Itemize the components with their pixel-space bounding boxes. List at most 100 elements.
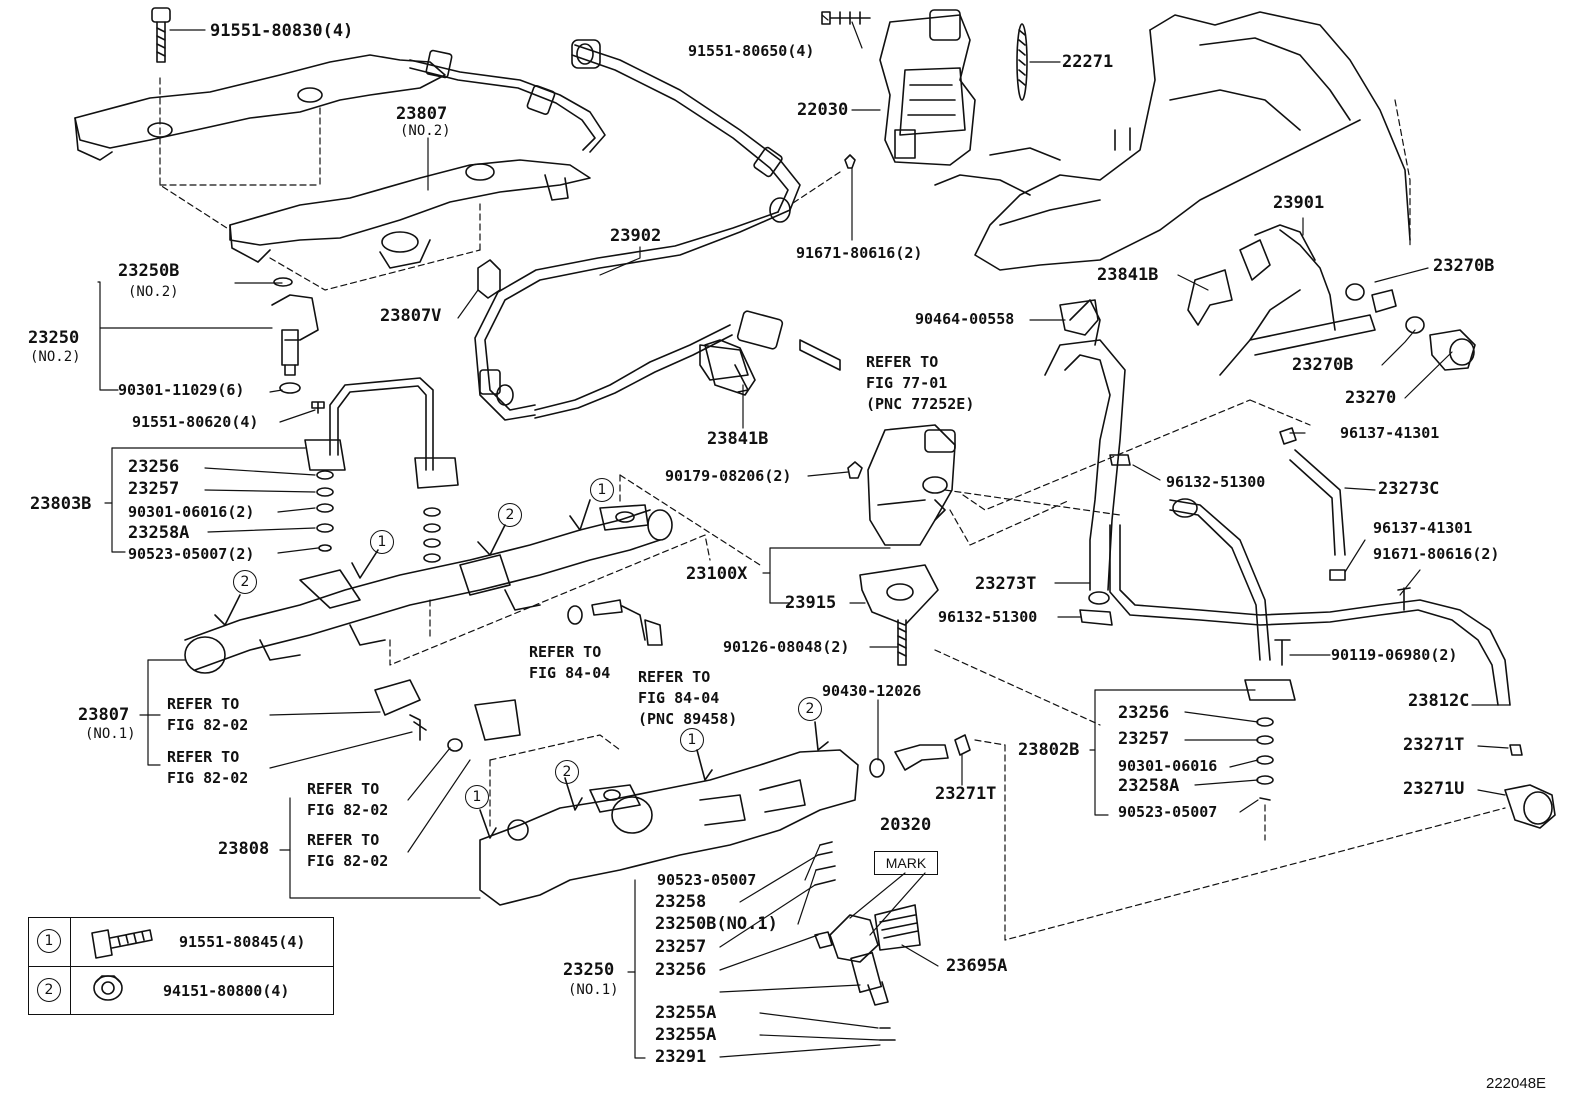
label-96137-41301-mid: 96137-41301 [1373, 519, 1473, 537]
washers-23802b [1256, 717, 1274, 801]
flange-nut-icon [93, 975, 123, 1001]
label-23808: 23808 [218, 839, 270, 859]
label-23250b-no2: 23250B [118, 261, 180, 281]
label-23250-no1-sub: (NO.1) [568, 982, 619, 998]
damper-23270 [1345, 283, 1476, 371]
leader-dashes-top [159, 77, 481, 291]
label-90523-05007-left: 90523-05007(2) [128, 545, 255, 563]
refer-fig77-line [799, 339, 841, 371]
legend-callout-2: 2 [37, 978, 61, 1002]
label-23258-bottom: 23258 [655, 892, 707, 912]
label-23250b-no2-sub: (NO.2) [128, 284, 179, 300]
fuel-hose-23902 [409, 39, 801, 421]
label-23807-no2-sub: (NO.2) [400, 123, 451, 139]
label-23807-no1-sub: (NO.1) [85, 726, 136, 742]
label-23270b-top: 23270B [1433, 256, 1495, 276]
legend-row: 1 91551-80845(4) [29, 918, 333, 966]
label-90301-06016-right: 90301-06016 [1118, 757, 1218, 775]
delivery-pipe-no1 [184, 504, 673, 674]
legend-number-cell: 2 [29, 967, 71, 1015]
mark-label: MARK [874, 851, 938, 875]
label-23802b: 23802B [1018, 740, 1080, 760]
refer-note-fig82b: REFER TO FIG 82-02 [167, 748, 249, 787]
sensor-20320 [869, 734, 1556, 829]
label-91671-80616-mid: 91671-80616(2) [1373, 545, 1500, 563]
label-23257-right: 23257 [1118, 729, 1170, 749]
label-23100x: 23100X [686, 564, 748, 584]
label-91551-80830: 91551-80830(4) [210, 21, 354, 41]
label-23255a-1: 23255A [655, 1003, 717, 1023]
legend-row: 2 94151-80800(4) [29, 966, 333, 1015]
label-23250-no1: 23250 [563, 960, 615, 980]
refer-note-fig84a: REFER TO FIG 84-04 [529, 643, 611, 682]
label-23807-no2: 23807 [396, 104, 448, 124]
label-90126-08048: 90126-08048(2) [723, 638, 850, 656]
label-23915: 23915 [785, 593, 837, 613]
label-22271: 22271 [1062, 52, 1114, 72]
label-23256-left: 23256 [128, 457, 180, 477]
manifold-dashes [1394, 99, 1411, 246]
throttle-dashes [789, 171, 841, 206]
regulator-23100x [847, 424, 956, 666]
delivery-pipe-no2-outline [74, 54, 591, 269]
label-23812c: 23812C [1408, 691, 1470, 711]
label-90301-11029: 90301-11029(6) [118, 381, 245, 399]
label-96137-41301-top: 96137-41301 [1340, 424, 1440, 442]
fuel-pipe-23901 [1109, 224, 1511, 706]
diagram-id: 222048E [1486, 1075, 1547, 1092]
label-23256-right: 23256 [1118, 703, 1170, 723]
callout-arrows [214, 499, 829, 839]
refer-note-fig82c: REFER TO FIG 82-02 [307, 780, 389, 819]
intake-manifold [934, 11, 1411, 271]
label-23270: 23270 [1345, 388, 1397, 408]
label-23270b-mid: 23270B [1292, 355, 1354, 375]
callout-2: 2 [498, 503, 522, 527]
legend-number-cell: 1 [29, 918, 71, 966]
label-91671-80616-top: 91671-80616(2) [796, 244, 923, 262]
label-23841b-top: 23841B [1097, 265, 1159, 285]
label-23291: 23291 [655, 1047, 707, 1067]
refer-note-fig84b: REFER TO FIG 84-04 (PNC 89458) [638, 668, 738, 728]
label-23803b: 23803B [30, 494, 92, 514]
label-20320: 20320 [880, 815, 932, 835]
legend-part-91551-80845: 91551-80845(4) [179, 933, 306, 951]
label-23258a-left: 23258A [128, 523, 190, 543]
label-23257-left: 23257 [128, 479, 180, 499]
callout-1: 1 [465, 785, 489, 809]
refer-note-fig82a: REFER TO FIG 82-02 [167, 695, 249, 734]
label-23695a: 23695A [946, 956, 1008, 976]
label-90119-06980: 90119-06980(2) [1331, 646, 1458, 664]
label-90523-05007-right: 90523-05007 [1118, 803, 1218, 821]
label-23273c: 23273C [1378, 479, 1440, 499]
label-23257-bottom: 23257 [655, 937, 707, 957]
fuel-pipe-23803b [304, 377, 459, 563]
clamp-23841b [704, 269, 1233, 396]
legend-icons [91, 929, 153, 1001]
label-23258a-right: 23258A [1118, 776, 1180, 796]
injector-no1 [814, 841, 921, 1041]
hose-23273 [1044, 299, 1346, 626]
label-96132-51300-top: 96132-51300 [1166, 473, 1266, 491]
label-23255a-2: 23255A [655, 1025, 717, 1045]
label-23807-no1: 23807 [78, 705, 130, 725]
label-23250b-no1: 23250B(NO.1) [655, 914, 778, 934]
label-90179-08206: 90179-08206(2) [665, 467, 792, 485]
pipe-no1-dashes [389, 474, 761, 666]
label-23841b-mid: 23841B [707, 429, 769, 449]
label-23902: 23902 [610, 226, 662, 246]
legend-part-94151-80800: 94151-80800(4) [163, 982, 290, 1000]
throttle-body-22030 [821, 9, 1028, 169]
injector-no2 [271, 259, 501, 394]
regulator-dashes [944, 399, 1311, 546]
label-23273t: 23273T [975, 574, 1037, 594]
refer-note-fig77: REFER TO FIG 77-01 (PNC 77252E) [866, 353, 975, 413]
legend-callout-1: 1 [37, 929, 61, 953]
label-23807v: 23807V [380, 306, 442, 326]
label-23250-no2: 23250 [28, 328, 80, 348]
callout-2: 2 [555, 760, 579, 784]
flange-bolt-icon [91, 929, 153, 959]
callout-1: 1 [370, 530, 394, 554]
label-22030: 22030 [797, 100, 849, 120]
